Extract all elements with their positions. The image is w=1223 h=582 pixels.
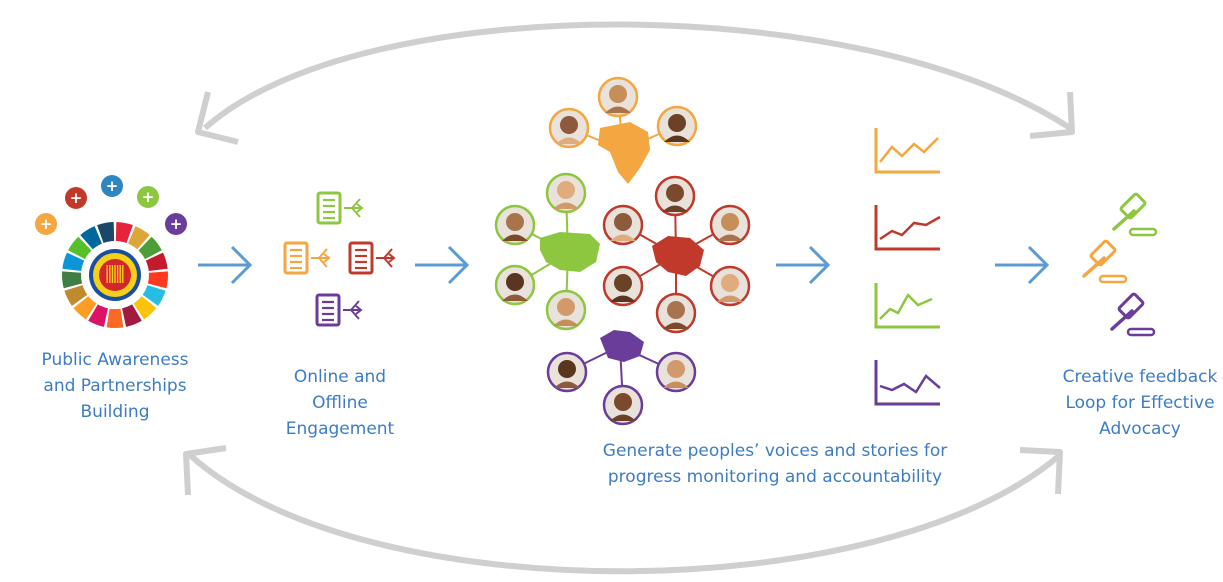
gavel-icons (1082, 192, 1158, 337)
stage-label-engagement: Online and Offline Engagement (285, 367, 395, 439)
engagement-icons (283, 191, 396, 327)
sdg-wheel-segment (62, 271, 83, 289)
plus-icon: + (65, 187, 87, 209)
gavel-icon (1082, 239, 1128, 284)
africa-map-group (548, 76, 698, 184)
person-avatar (709, 204, 751, 246)
person-avatar (655, 292, 697, 334)
person-avatar (602, 265, 644, 307)
sdg-wheel-segment (138, 236, 162, 260)
line-chart-icon (874, 360, 941, 406)
usa-map-icon (540, 232, 600, 272)
sdg-wheel-segment (64, 285, 88, 306)
africa-map-icon (598, 122, 650, 184)
svg-text:+: + (170, 215, 183, 233)
person-avatar (655, 351, 697, 393)
sdg-wheel-segment (128, 226, 150, 250)
plus-icon: + (101, 175, 123, 197)
line-chart-icons (874, 128, 941, 406)
person-avatar (654, 175, 696, 217)
line-chart-icon (874, 283, 940, 329)
document-share-icon (316, 191, 364, 225)
bottom-loop-right-head (1019, 447, 1063, 495)
plus-icon: + (165, 213, 187, 235)
sdg-wheel-segment (62, 252, 85, 272)
document-share-icon (315, 293, 363, 327)
gavel-icon (1110, 292, 1156, 337)
top-loop-arrow (203, 21, 1072, 131)
sdg-wheel-segment (73, 296, 97, 320)
flow-arrow-2 (415, 245, 470, 285)
sdg-wheel-segment (115, 222, 133, 243)
person-avatar (545, 172, 587, 214)
top-loop-left-head (195, 91, 239, 145)
sdg-wheel-segment (122, 304, 142, 327)
sdg-wheel-segment (97, 222, 115, 243)
china-map-group (602, 175, 751, 334)
usa-map-group (494, 172, 600, 331)
flow-arrow-1 (198, 245, 253, 285)
person-avatar (656, 105, 698, 147)
plus-icon: + (35, 213, 57, 235)
line-chart-icon (874, 128, 940, 174)
flow-arrow-4 (995, 245, 1050, 285)
stage-label-voices: Generate peoples’ voices and stories for… (602, 441, 948, 487)
sdg-wheel-segment (133, 296, 157, 320)
svg-text:+: + (70, 189, 83, 207)
svg-text:+: + (142, 188, 155, 206)
china-map-icon (652, 236, 704, 276)
person-avatar (602, 204, 644, 246)
document-share-icon (348, 241, 396, 275)
person-avatar (548, 107, 590, 149)
svg-text:+: + (40, 215, 53, 233)
person-avatar (546, 351, 588, 393)
sdg-wheel-segment (106, 308, 124, 329)
top-loop-right-head (1029, 91, 1075, 139)
person-avatar (602, 384, 644, 426)
sdg-wheel-segment (142, 285, 166, 306)
australia-map-group (546, 330, 697, 426)
sdg-wheel-segment (80, 226, 102, 250)
person-avatar (545, 289, 587, 331)
svg-text:+: + (106, 177, 119, 195)
sdg-wheel-icon (62, 222, 169, 329)
document-share-icon (283, 241, 331, 275)
sdg-wheel-segment (88, 304, 108, 327)
bottom-loop-left-head (183, 445, 227, 496)
plus-icon: + (137, 186, 159, 208)
line-chart-icon (874, 205, 941, 251)
stage-label-feedback: Creative feedback Loop for Effective Adv… (1062, 367, 1218, 439)
flow-arrow-3 (776, 245, 831, 285)
person-avatar (494, 264, 536, 306)
people-network (494, 76, 751, 426)
person-avatar (709, 265, 751, 307)
sdg-wheel-segment (68, 236, 92, 260)
person-avatar (597, 76, 639, 118)
sdg-wheel-segment (145, 252, 168, 272)
stage-label-awareness: Public Awareness and Partnerships Buildi… (41, 350, 189, 422)
gavel-icon (1112, 192, 1158, 237)
sdg-wheel-segment (147, 271, 169, 289)
bottom-loop-arrow (187, 452, 1062, 575)
person-avatar (494, 204, 536, 246)
australia-map-icon (600, 330, 644, 362)
plus-bubbles: + + + + + (35, 175, 187, 235)
